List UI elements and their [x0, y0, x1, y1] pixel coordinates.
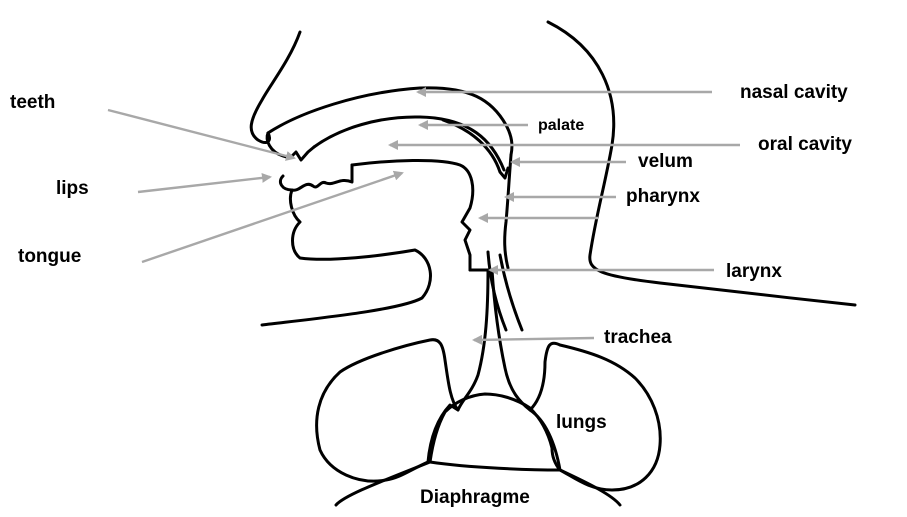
- label-tongue: tongue: [18, 246, 81, 267]
- label-velum: velum: [638, 151, 693, 172]
- velum-outline: [443, 120, 508, 178]
- label-lungs: lungs: [556, 412, 607, 433]
- label-oral-cavity: oral cavity: [758, 134, 852, 155]
- head-back-outline: [548, 22, 855, 305]
- lips-arrow: [138, 177, 270, 192]
- face-profile-outline: [251, 32, 300, 142]
- diaphragm-outline: [336, 462, 430, 505]
- trachea-arrow: [474, 338, 594, 340]
- chin-outline: [262, 190, 430, 325]
- label-lips: lips: [56, 178, 89, 199]
- diaphragm-outline-right: [560, 470, 620, 505]
- pointer-arrows: [108, 92, 740, 340]
- label-nasal-cavity: nasal cavity: [740, 82, 848, 103]
- left-lung-outline: [317, 340, 458, 481]
- lower-lip-teeth-outline: [280, 165, 352, 190]
- tongue-outline: [352, 160, 473, 270]
- label-palate: palate: [538, 117, 584, 134]
- label-diaphragme: Diaphragme: [420, 487, 530, 508]
- label-trachea: trachea: [604, 327, 672, 348]
- label-teeth: teeth: [10, 92, 55, 113]
- label-pharynx: pharynx: [626, 186, 700, 207]
- label-larynx: larynx: [726, 261, 782, 282]
